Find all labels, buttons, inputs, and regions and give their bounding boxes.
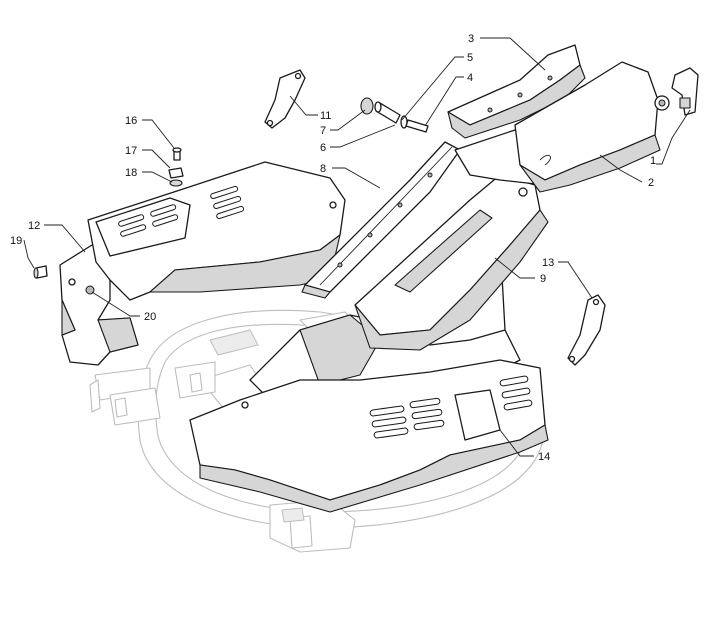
leader-lines — [23, 37, 691, 457]
part-14-front-shroud — [189, 359, 549, 513]
callout-18: 18 — [125, 167, 137, 179]
part-9-central-chute — [354, 174, 549, 351]
callout-8: 8 — [320, 163, 326, 175]
callout-9: 9 — [540, 273, 546, 285]
parts-16-17-18-fasteners — [168, 147, 184, 187]
part-13-right-bracket — [567, 294, 606, 366]
left-chute-housing — [85, 161, 346, 301]
callout-17: 17 — [125, 145, 137, 157]
part-19-screw — [33, 265, 48, 279]
callout-7: 7 — [320, 125, 326, 137]
callout-20: 20 — [144, 311, 156, 323]
part-1-bracket — [671, 67, 699, 116]
part-12-left-side-guard — [59, 244, 139, 366]
callout-14: 14 — [538, 451, 550, 463]
callout-4: 4 — [467, 72, 473, 84]
callout-12: 12 — [28, 220, 40, 232]
callout-5: 5 — [467, 52, 473, 64]
callout-6: 6 — [320, 142, 326, 154]
callout-1: 1 — [650, 155, 656, 167]
callout-3: 3 — [468, 33, 474, 45]
part-2-rear-discharge-chute — [514, 61, 670, 193]
callout-16: 16 — [125, 115, 137, 127]
callout-2: 2 — [648, 177, 654, 189]
part-8-hinged-flap — [301, 141, 461, 299]
callout-19: 19 — [10, 235, 22, 247]
callout-labels: 1 2 3 4 5 6 7 8 9 11 12 13 14 16 17 18 1… — [10, 33, 656, 463]
part-11-bracket — [264, 69, 306, 129]
callout-13: 13 — [542, 257, 554, 269]
callout-11: 11 — [320, 110, 331, 122]
parts-4-6-7-pin-assembly — [360, 97, 429, 133]
